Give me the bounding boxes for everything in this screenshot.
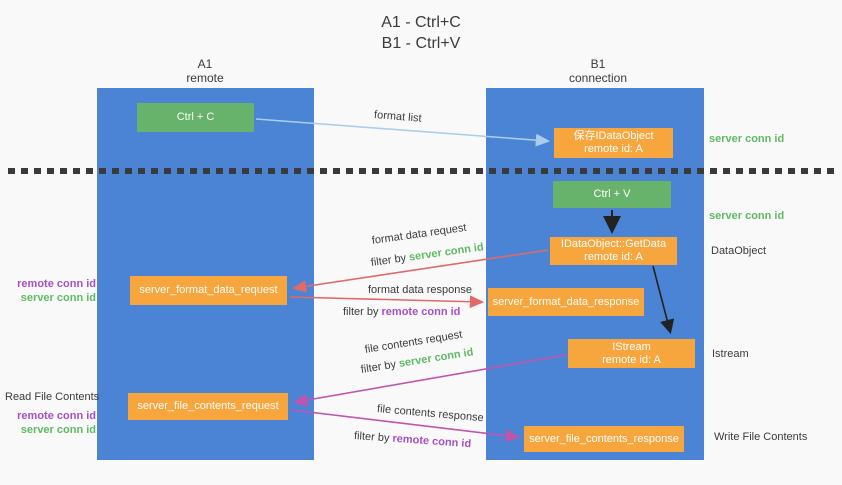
node-idataobject-getdata: IDataObject::GetData remote id: A: [550, 237, 677, 265]
node-istream: IStream remote id: A: [568, 339, 695, 368]
node-ctrl-c: Ctrl + C: [137, 103, 254, 132]
node-server-file-contents-response: server_file_contents_response: [524, 426, 684, 452]
dataobject-label: DataObject: [711, 245, 766, 259]
node-server-format-data-request-label: server_format_data_request: [139, 284, 278, 296]
node-save-idataobject-line1: 保存IDataObject: [573, 130, 654, 142]
node-server-file-contents-response-label: server_file_contents_response: [529, 432, 679, 445]
read-file-contents-label: Read File Contents: [5, 391, 99, 405]
node-server-format-data-response: server_format_data_response: [488, 288, 644, 316]
dotted-separator-line: [8, 168, 836, 174]
lane-header-b1: B1 connection: [538, 57, 658, 85]
label-format-data-response: format data response: [368, 284, 472, 297]
arrow-getdata-to-istream: [652, 265, 675, 335]
lane-a1-name: A1: [197, 57, 213, 71]
label-filter-by-remote-conn-id-1: filter by remote conn id: [343, 306, 460, 319]
diagram-title: A1 - Ctrl+C B1 - Ctrl+V: [0, 12, 842, 54]
filter-by-text: filter by: [343, 306, 379, 318]
node-server-format-data-request: server_format_data_request: [130, 276, 287, 305]
write-file-contents-text: Write File Contents: [714, 431, 808, 443]
node-ctrl-c-label: Ctrl + C: [176, 111, 215, 123]
server-conn-id-text: server conn id: [709, 133, 785, 145]
lane-b1-name: B1: [590, 57, 606, 71]
server-conn-id-label: server conn id: [20, 291, 96, 304]
node-save-idataobject-line2: remote id: A: [584, 143, 643, 155]
node-save-idataobject: 保存IDataObject remote id: A: [554, 128, 673, 158]
server-conn-id-text: server conn id: [709, 210, 785, 222]
node-ctrl-v-label: Ctrl + V: [593, 188, 631, 200]
server-conn-id-label: server conn id: [20, 423, 96, 436]
lane-a1-sub: remote: [186, 71, 224, 85]
node-getdata-line2: remote id: A: [584, 251, 643, 263]
node-istream-line2: remote id: A: [602, 353, 661, 366]
filter-by-text: filter by: [353, 430, 390, 445]
title-line-2: B1 - Ctrl+V: [381, 35, 461, 52]
lane-b1-sub: connection: [568, 71, 628, 85]
node-server-format-data-response-label: server_format_data_response: [492, 295, 640, 308]
label-format-list-text: format list: [373, 109, 423, 125]
title-line-1: A1 - Ctrl+C: [381, 14, 461, 31]
left-conn-id-group-1: remote conn id server conn id: [10, 278, 96, 305]
lane-header-a1: A1 remote: [145, 57, 265, 85]
node-server-file-contents-request: server_file_contents_request: [128, 393, 288, 420]
arrow-format-list: [255, 118, 551, 147]
node-getdata-line1: IDataObject::GetData: [560, 238, 667, 250]
istream-label: Istream: [712, 348, 749, 362]
dataobject-text: DataObject: [711, 245, 767, 257]
label-format-data-response-text: format data response: [368, 284, 472, 296]
left-conn-id-group-2: remote conn id server conn id: [10, 410, 96, 437]
istream-text: Istream: [712, 348, 749, 360]
arrow-format-data-request: [291, 249, 549, 293]
right-server-conn-id-1: server conn id: [709, 133, 784, 147]
read-file-contents-text: Read File Contents: [5, 391, 100, 403]
node-ctrl-v: Ctrl + V: [553, 181, 671, 208]
node-istream-line1: IStream: [612, 340, 651, 353]
node-server-file-contents-request-label: server_file_contents_request: [137, 400, 279, 412]
arrow-file-contents-response: [291, 409, 521, 443]
remote-conn-id-text: remote conn id: [381, 306, 461, 318]
right-server-conn-id-2: server conn id: [709, 210, 784, 224]
remote-conn-id-label: remote conn id: [17, 278, 96, 290]
remote-conn-id-label: remote conn id: [17, 410, 96, 422]
arrow-file-contents-request: [292, 354, 567, 407]
arrow-format-data-response: [289, 295, 485, 309]
write-file-contents-label: Write File Contents: [714, 431, 807, 445]
